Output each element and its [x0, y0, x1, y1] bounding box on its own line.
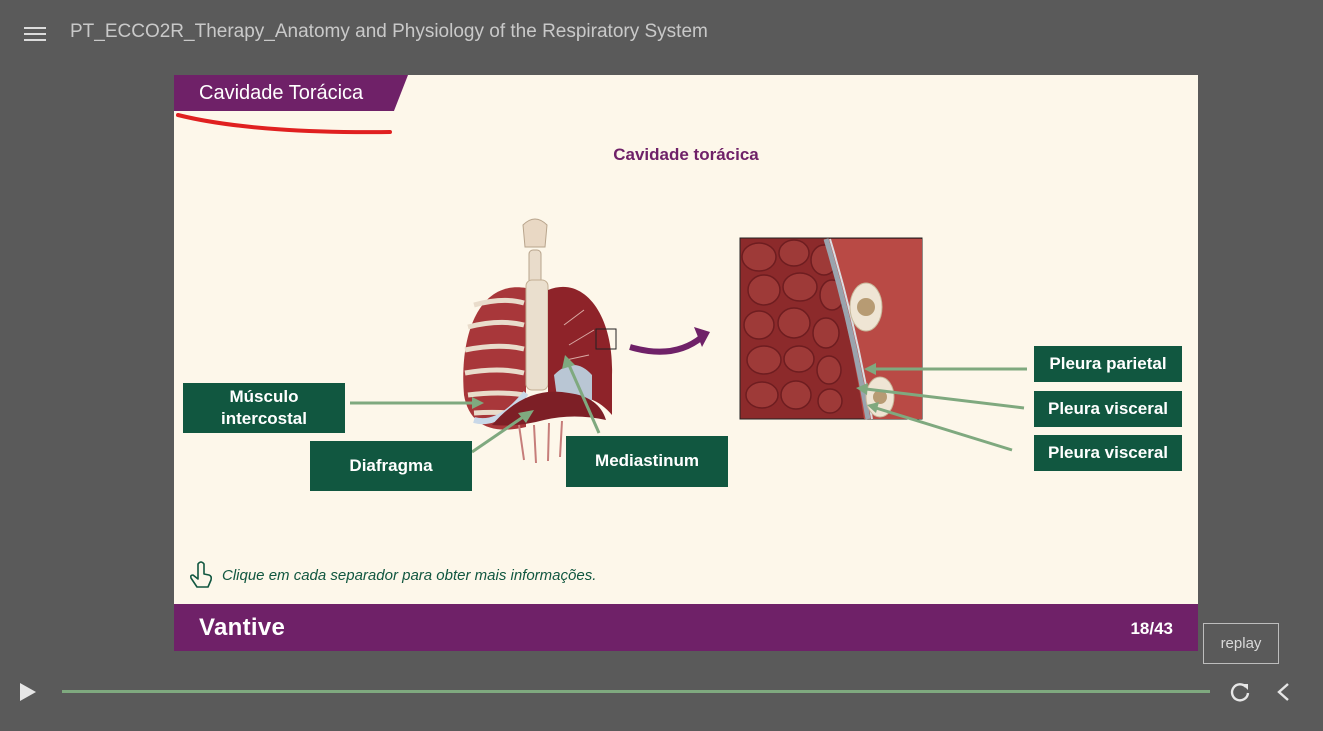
zoom-marker — [595, 328, 617, 350]
figure-title: Cavidade torácica — [613, 145, 759, 164]
label-musculo-line1: Músculo — [229, 386, 299, 406]
label-musculo-line2: intercostal — [221, 409, 307, 428]
replay-button[interactable]: replay — [1203, 623, 1279, 664]
rib-cage — [463, 287, 529, 430]
label-mediastinum[interactable]: Mediastinum — [566, 436, 728, 487]
pointer-arrows — [350, 355, 1027, 454]
vantive-logo: Vantive — [199, 614, 286, 641]
zoom-arrow — [629, 334, 704, 355]
slide-footer: Vantive 18/43 — [174, 604, 1198, 651]
play-icon[interactable] — [18, 682, 38, 702]
hand-pointer-icon — [189, 561, 213, 588]
label-pleura-visceral-1[interactable]: Pleura visceral — [1034, 391, 1182, 427]
instruction-hint: Clique em cada separador para obter mais… — [188, 560, 596, 590]
hint-text: Clique em cada separador para obter mais… — [222, 566, 597, 584]
label-pleura-parietal[interactable]: Pleura parietal — [1034, 346, 1182, 382]
tissue-section — [739, 237, 923, 420]
page-indicator: 18/43 — [1130, 619, 1173, 638]
sternum — [525, 279, 549, 391]
slide: Cavidade Torácica Cavidade torácica — [174, 75, 1198, 651]
label-musculo-intercostal[interactable]: Músculo intercostal — [183, 383, 345, 433]
reload-icon[interactable] — [1229, 681, 1251, 703]
zoom-arrowhead — [694, 327, 710, 347]
progress-bar[interactable] — [62, 690, 1210, 693]
section-tab: Cavidade Torácica — [174, 75, 408, 111]
red-annotation-stroke — [176, 113, 392, 135]
label-diafragma[interactable]: Diafragma — [310, 441, 472, 491]
chevron-left-icon[interactable] — [1276, 682, 1292, 702]
section-tab-label: Cavidade Torácica — [199, 82, 364, 104]
menu-icon[interactable] — [22, 24, 48, 44]
course-title: PT_ECCO2R_Therapy_Anatomy and Physiology… — [70, 21, 708, 42]
thoracic-illustration — [350, 218, 1027, 464]
label-pleura-visceral-2[interactable]: Pleura visceral — [1034, 435, 1182, 471]
diaphragm-fibers — [518, 420, 563, 464]
